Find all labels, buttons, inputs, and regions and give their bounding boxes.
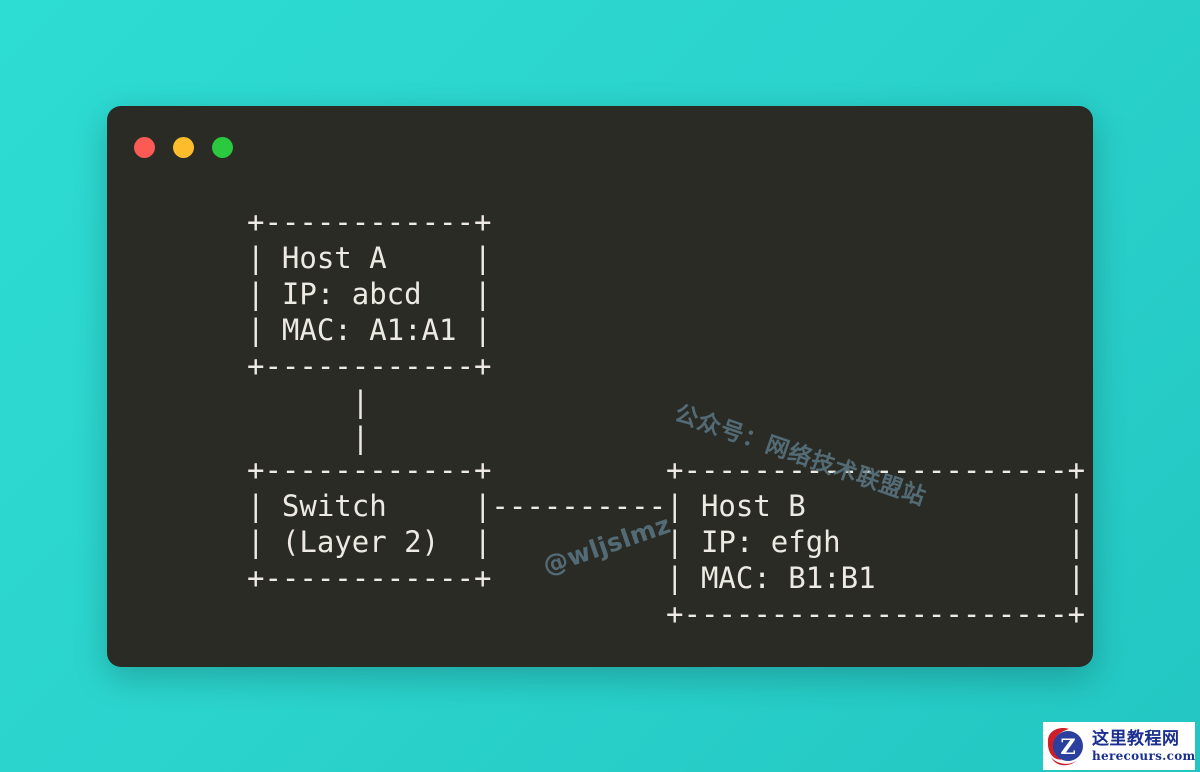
close-window-icon[interactable]: [134, 137, 155, 158]
switch-title-and-link-row: | Switch |----------| Host B |: [247, 489, 1086, 523]
site-badge-text-group: 这里教程网 herecours.com: [1090, 728, 1195, 763]
connector-host-a-to-switch-segment-2: |: [247, 421, 370, 455]
host-a-box-top-border: +------------+: [247, 205, 492, 239]
traffic-light-group: [134, 137, 233, 158]
switch-box-bottom-border-and-host-b-mac-row: +------------+ | MAC: B1:B1 |: [247, 561, 1086, 595]
host-b-box-bottom-border: +----------------------+: [247, 597, 1086, 631]
window-titlebar: [107, 106, 1093, 178]
host-a-mac-row: | MAC: A1:A1 |: [247, 313, 492, 347]
site-badge-title: 这里教程网: [1092, 728, 1180, 749]
svg-text:Z: Z: [1060, 734, 1075, 759]
site-badge[interactable]: Z 这里教程网 herecours.com: [1043, 722, 1195, 770]
terminal-window: +------------+ | Host A | | IP: abcd | |…: [107, 106, 1093, 667]
connector-host-a-to-switch-segment-1: |: [247, 385, 370, 419]
host-a-ip-row: | IP: abcd |: [247, 277, 492, 311]
switch-box-top-border: +------------+: [247, 453, 492, 487]
maximize-window-icon[interactable]: [212, 137, 233, 158]
host-a-box-bottom-border: +------------+: [247, 349, 492, 383]
host-a-title-row: | Host A |: [247, 241, 492, 275]
ascii-diagram-canvas: +------------+ | Host A | | IP: abcd | |…: [107, 106, 1093, 667]
host-b-box-top-border: +----------------------+: [247, 453, 1086, 487]
site-logo-icon: Z: [1043, 723, 1090, 769]
site-badge-domain: herecours.com: [1092, 748, 1195, 763]
switch-subtitle-and-host-b-ip-row: | (Layer 2) | | IP: efgh |: [247, 525, 1086, 559]
minimize-window-icon[interactable]: [173, 137, 194, 158]
